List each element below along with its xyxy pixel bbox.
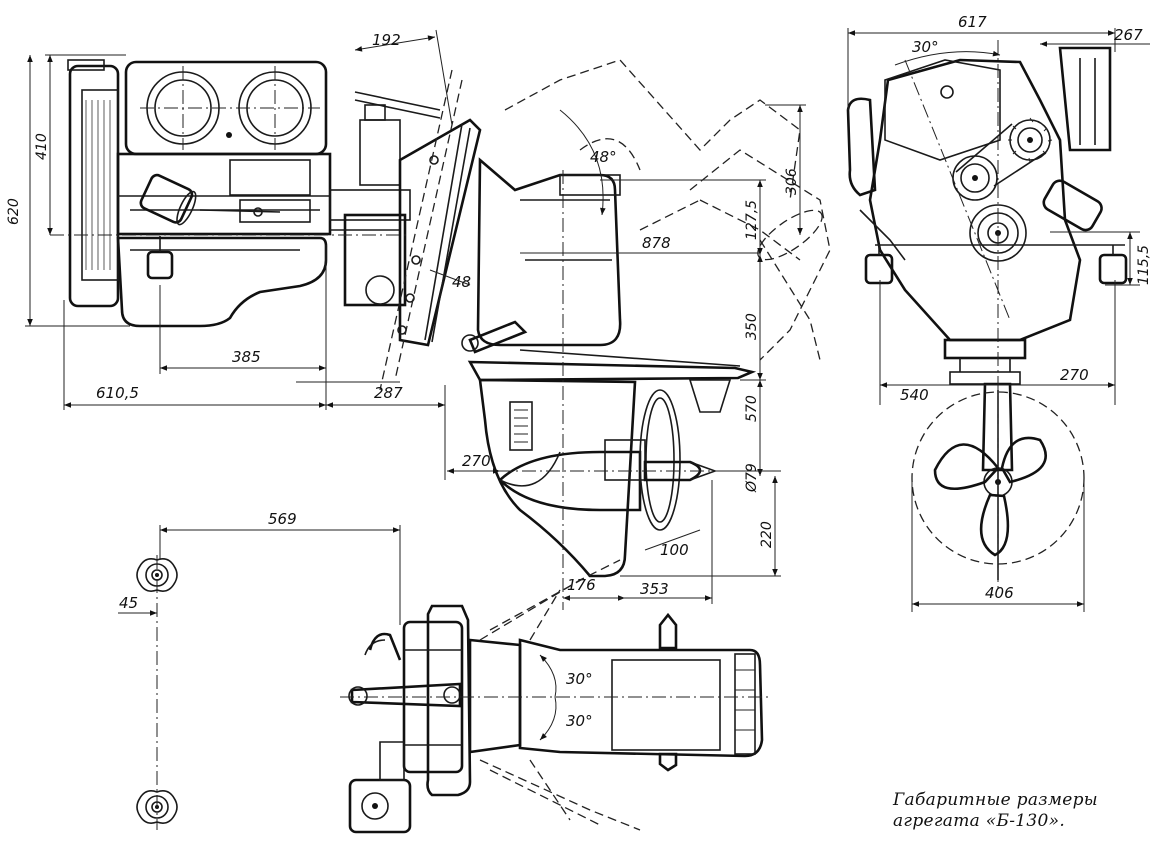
dim-569: 569 — [268, 510, 297, 528]
caption-line-2: агрегата «Б-130». — [893, 811, 1066, 831]
dim-540: 540 — [900, 386, 929, 404]
angle-30-top-upper: 30° — [566, 670, 593, 688]
dim-385: 385 — [232, 348, 261, 366]
top-view-dimensions: 569 45 — [118, 510, 401, 625]
front-view-dimensions: 617 267 30° 115,5 540 270 406 — [847, 13, 1152, 612]
angle-48: 48° — [590, 148, 617, 166]
dim-878: 878 — [642, 234, 671, 252]
dim-270-front: 270 — [1060, 366, 1089, 384]
dim-176: 176 — [567, 576, 596, 594]
dim-410: 410 — [34, 133, 50, 160]
front-view — [846, 40, 1128, 590]
dim-48: 48 — [452, 273, 471, 291]
side-view-engine — [50, 59, 441, 328]
dim-620: 620 — [6, 198, 22, 225]
dim-406: 406 — [985, 584, 1014, 602]
dim-353: 353 — [640, 580, 669, 598]
dim-610-5: 610,5 — [96, 384, 139, 402]
dim-267: 267 — [1114, 26, 1143, 44]
figure-caption: Габаритные размеры агрегата «Б-130». — [893, 790, 1153, 832]
dim-306: 306 — [784, 168, 800, 195]
dim-617: 617 — [958, 13, 987, 31]
angle-30-top-lower: 30° — [566, 712, 593, 730]
dim-270-side: 270 — [462, 452, 491, 470]
dim-350: 350 — [744, 313, 760, 340]
dim-192: 192 — [372, 31, 401, 49]
side-view-dimensions: 192 410 620 385 610,5 287 48 48° 878 — [6, 29, 806, 604]
side-view-leg — [379, 59, 831, 610]
dim-287: 287 — [374, 384, 403, 402]
dim-45: 45 — [119, 594, 138, 612]
caption-line-1: Габаритные размеры — [893, 790, 1098, 810]
dim-127-5: 127,5 — [744, 200, 760, 240]
dim-570: 570 — [744, 395, 760, 422]
top-view: 30° 30° — [136, 555, 770, 834]
dim-220: 220 — [759, 521, 775, 548]
angle-30-front: 30° — [912, 38, 939, 56]
dim-100: 100 — [660, 541, 689, 559]
dim-115-5: 115,5 — [1136, 245, 1152, 285]
dim-79: Ø79 — [744, 463, 760, 493]
